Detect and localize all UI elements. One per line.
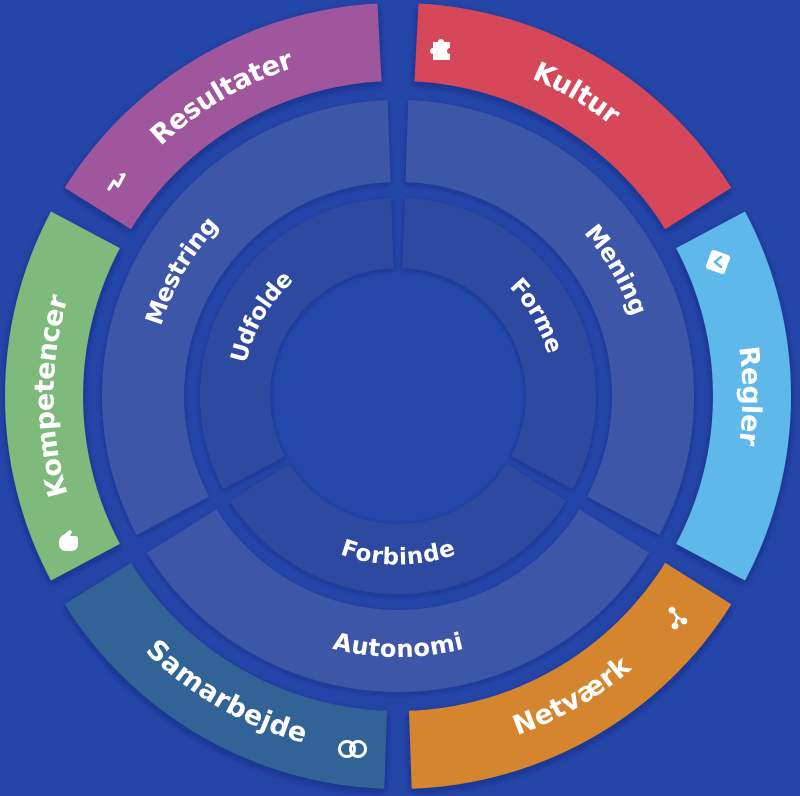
outer-segment-kultur (414, 3, 732, 230)
outer-regler-label: Regler (732, 345, 766, 449)
rules-icon (706, 250, 730, 274)
middle-segment-mestring (101, 100, 391, 535)
outer-ring (5, 3, 792, 789)
puzzle-icon (430, 39, 450, 60)
outer-segment-netvaerk (408, 562, 732, 789)
network-icon (668, 606, 688, 630)
inner-ring (199, 198, 596, 594)
outer-segment-kompetencer (5, 211, 120, 581)
hand-icon (59, 530, 78, 551)
inner-segment-forbinde (230, 463, 566, 594)
outer-segment-regler (676, 211, 792, 581)
inner-segment-udfolde (199, 198, 394, 489)
middle-segment-mening (405, 100, 694, 535)
outer-segment-resultater (64, 3, 382, 230)
rings-icon (338, 740, 367, 758)
middle-ring (101, 100, 694, 693)
center-disc (273, 271, 523, 521)
trend-arrow-icon (107, 173, 126, 191)
outer-segment-samarbejde (64, 562, 388, 789)
outer-regler-text: Regler (732, 345, 766, 449)
inner-segment-forme (402, 198, 596, 489)
middle-segment-autonomi (146, 509, 650, 693)
